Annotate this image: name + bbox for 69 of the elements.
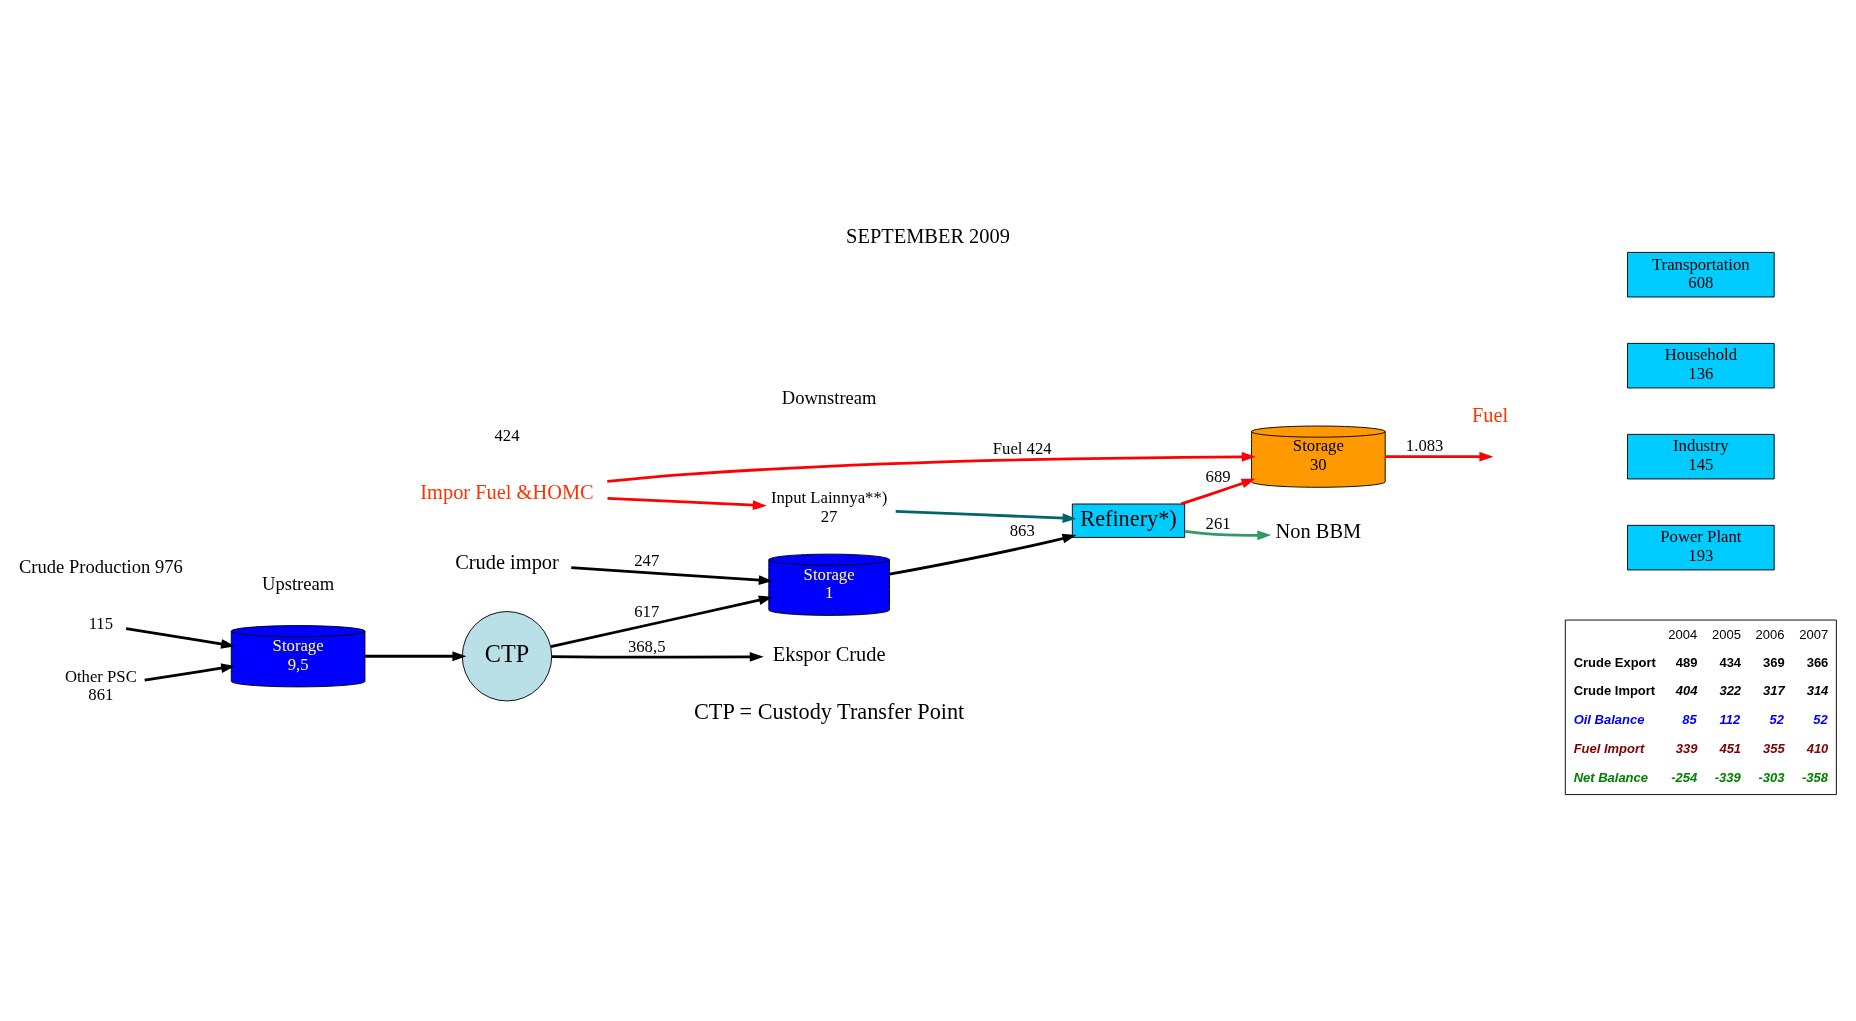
arrow	[571, 566, 773, 585]
label: 2005	[1711, 626, 1741, 642]
label: Net Balance	[1573, 769, 1649, 785]
label: 112	[1719, 712, 1741, 728]
label: 451	[1719, 740, 1742, 756]
label: 339	[1675, 740, 1698, 756]
node-text: Crude impor	[455, 550, 559, 573]
label: Crude Export	[1573, 654, 1656, 670]
edge-label: 261	[1205, 513, 1231, 533]
label: Crude Production 976	[18, 555, 183, 577]
label: -358	[1802, 769, 1829, 785]
node-box: Transportation 608	[1627, 251, 1775, 298]
label: 410	[1806, 740, 1829, 756]
edge-label: 368,5	[627, 636, 666, 656]
arrow	[550, 595, 773, 649]
node-circle: CTP	[461, 611, 553, 702]
arrow	[144, 663, 236, 682]
node-box: Household 136	[1627, 342, 1775, 389]
label: 404	[1675, 683, 1698, 699]
label: 424	[494, 426, 520, 446]
arrow	[551, 652, 764, 662]
label: 322	[1719, 683, 1742, 699]
edge-label: 689	[1205, 467, 1231, 487]
label: 355	[1763, 740, 1785, 756]
arrow	[125, 627, 236, 649]
label: 2007	[1799, 626, 1829, 642]
node-text: 115	[88, 613, 114, 633]
edge-label: 247	[634, 550, 660, 570]
arrow	[607, 497, 767, 511]
label: 366	[1806, 654, 1829, 670]
label: 2006	[1755, 626, 1785, 642]
node-text: Other PSC 861	[64, 666, 137, 705]
node-box: Power Plant 193	[1627, 524, 1775, 571]
label: Fuel Import	[1573, 740, 1645, 756]
label: 489	[1675, 654, 1698, 670]
label: Oil Balance	[1573, 712, 1645, 728]
node-box: Refinery*)	[1071, 503, 1186, 538]
edge-label: 617	[634, 601, 660, 621]
label: 369	[1763, 654, 1785, 670]
arrow	[1180, 478, 1256, 506]
label: 52	[1769, 712, 1784, 728]
arrow	[1184, 530, 1272, 541]
label: Crude Import	[1573, 683, 1656, 699]
label: -254	[1671, 769, 1698, 785]
edge-label: Fuel 424	[992, 439, 1052, 459]
label: CTP = Custody Transfer Point	[693, 698, 965, 724]
node-text: Impor Fuel &HOMC	[420, 480, 594, 503]
arrow	[895, 509, 1077, 523]
arrow	[365, 651, 467, 662]
node-box: Industry 145	[1627, 433, 1775, 480]
edge-label: 1.083	[1405, 436, 1444, 456]
node-text: Non BBM	[1275, 519, 1362, 542]
label: 85	[1682, 712, 1697, 728]
label: 314	[1806, 683, 1829, 699]
label: Upstream	[262, 573, 335, 595]
diagram-title: SEPTEMBER 2009	[846, 224, 1010, 247]
label: -339	[1714, 769, 1741, 785]
node-text: Ekspor Crude	[772, 643, 886, 666]
arrow	[889, 533, 1077, 576]
node-text: Input Lainnya**) 27	[770, 488, 888, 527]
label: -303	[1758, 769, 1785, 785]
edge-label: 863	[1009, 520, 1035, 540]
label: 434	[1719, 654, 1742, 670]
label: Fuel	[1471, 403, 1509, 426]
label: 2004	[1668, 626, 1698, 642]
label: 52	[1813, 712, 1828, 728]
arrow	[607, 451, 1256, 483]
label: 317	[1763, 683, 1785, 699]
label: Downstream	[781, 386, 877, 408]
